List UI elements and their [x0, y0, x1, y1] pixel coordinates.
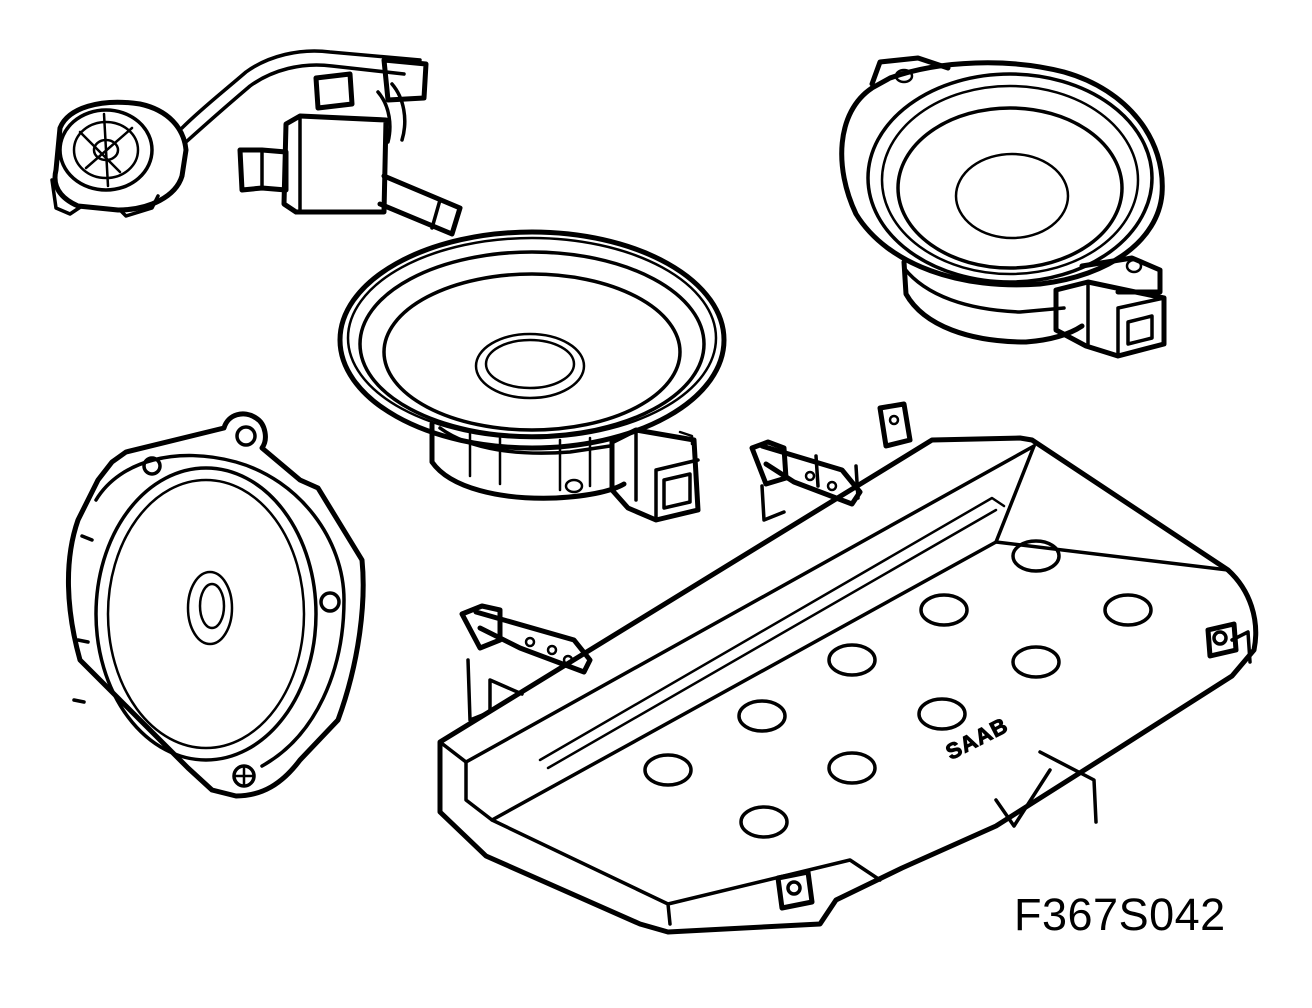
amplifier-unit — [437, 401, 1259, 935]
center-round-speaker — [337, 229, 727, 523]
figure-code: F367S042 — [1014, 889, 1226, 940]
tweeter-with-cable — [50, 49, 463, 237]
rear-round-speaker — [839, 55, 1167, 359]
front-door-speaker — [65, 411, 366, 799]
